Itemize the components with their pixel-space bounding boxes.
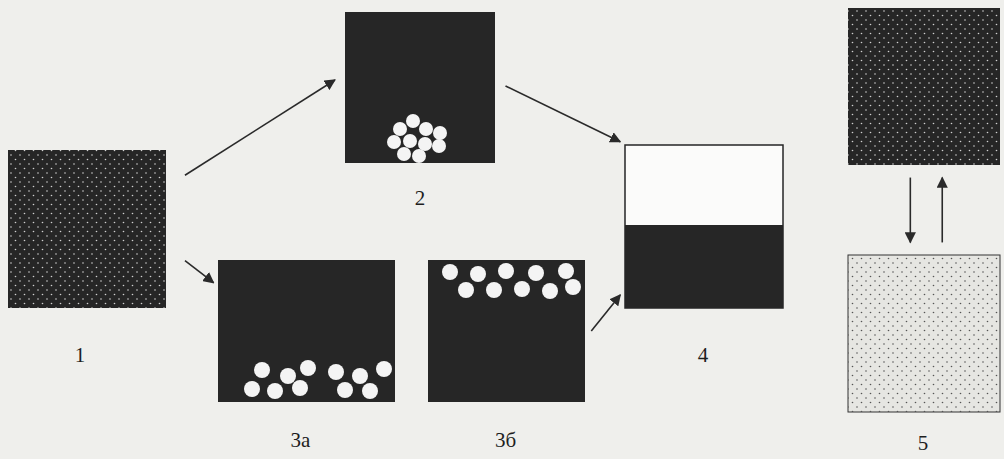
transition-arrow (591, 295, 620, 331)
dark-square (218, 260, 395, 402)
sample-box: 4 (625, 145, 783, 308)
light-square (848, 255, 1000, 412)
dot-texture (848, 8, 1000, 165)
dark-square (848, 8, 1000, 165)
transition-arrow (185, 261, 214, 283)
dark-square (345, 12, 495, 163)
sample-box: 3б (428, 260, 585, 402)
sample-number: 1 (73, 344, 88, 366)
transition-arrow (506, 86, 621, 142)
transition-arrow (910, 178, 912, 243)
sample-box: 1 (8, 150, 166, 308)
dark-square (428, 260, 585, 402)
dot-texture (848, 255, 1000, 412)
sample-box: 2 (345, 12, 495, 163)
transition-arrow (185, 80, 335, 175)
dot-texture (8, 150, 166, 308)
dark-square (8, 150, 166, 308)
separated-vessel (625, 145, 783, 308)
sample-box: 3а (218, 260, 395, 402)
sample-number: 2 (413, 187, 428, 209)
sample-box: 5 (848, 255, 1000, 412)
sample-number: 4 (696, 344, 711, 366)
sample-number: 3б (493, 429, 518, 451)
sample-box (848, 8, 1000, 165)
floating-particles (442, 263, 581, 299)
sample-number: 5 (916, 432, 931, 454)
dark-layer (625, 225, 783, 308)
sample-number: 3а (289, 429, 313, 451)
settled-particles (244, 360, 392, 399)
transition-arrow (941, 178, 943, 243)
particle-cluster (387, 114, 447, 163)
